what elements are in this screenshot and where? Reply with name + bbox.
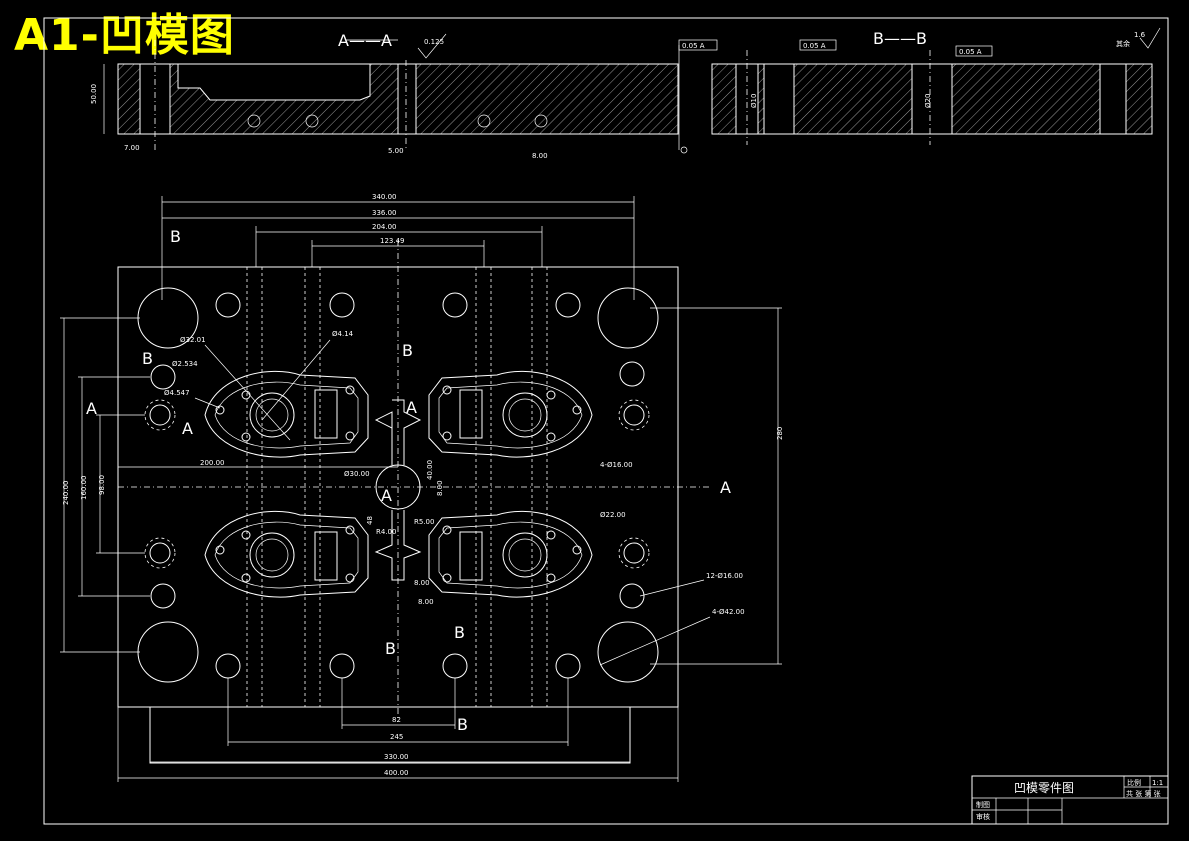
dim-98: 98.00 xyxy=(98,475,106,495)
sprue xyxy=(375,464,421,510)
top-dimensions: 340.00 336.00 204.00 123.49 xyxy=(161,193,635,300)
surface-finish-corner: 1.6 xyxy=(1134,31,1146,39)
left-dimensions: 240.00 160.00 98.00 xyxy=(60,317,150,653)
title-block-meta: 共 张 第 张 xyxy=(1126,789,1161,798)
middle-dimensions: 200.00 Ø30.00 40.00 48 R4.00 R5.00 8.00 … xyxy=(118,459,444,606)
guide-hole-br xyxy=(597,621,659,683)
marker-b-bottom3: B xyxy=(457,715,468,734)
marker-a-left: A xyxy=(86,399,97,418)
dim-8: 8.00 xyxy=(532,152,548,160)
section-aa-label: A——A xyxy=(338,31,392,50)
dia-big: Ø20 xyxy=(924,94,932,108)
flatness-3: 0.05 A xyxy=(959,48,982,56)
dim-330: 330.00 xyxy=(384,753,409,761)
cavity-tr xyxy=(428,370,593,458)
title-block-name: 凹模零件图 xyxy=(1014,781,1074,795)
dim-204: 204.00 xyxy=(372,223,397,231)
guide-hole-bl xyxy=(137,621,199,683)
dim-340: 340.00 xyxy=(372,193,397,201)
marker-b-bottom2: B xyxy=(454,623,465,642)
callout-6: Ø22.00 xyxy=(600,511,626,519)
section-markers: B B A A B A A A B B B xyxy=(86,227,731,734)
callout-2: Ø2.534 xyxy=(172,360,198,368)
marker-a-mid: A xyxy=(406,398,417,417)
cavity-bl xyxy=(204,510,369,598)
runner-system xyxy=(374,399,422,581)
callout-3: Ø4.547 xyxy=(164,389,190,397)
dim-height: 50.00 xyxy=(90,84,98,104)
title-block-row2: 审核 xyxy=(976,812,990,821)
plan-view: 340.00 336.00 204.00 123.49 240.00 160.0… xyxy=(60,193,784,782)
drawing-frame xyxy=(43,17,1169,825)
marker-a-center: A xyxy=(381,486,392,505)
callout-8: 4-Ø42.00 xyxy=(712,608,745,616)
title-block: 凹模零件图 比例 1:1 共 张 第 张 制图 审核 xyxy=(971,775,1169,825)
marker-a-left2: A xyxy=(182,419,193,438)
dim-160: 160.00 xyxy=(80,476,88,501)
section-bb: B——B 0.05 A 0.05 A Ø10 Ø20 1.6 其余 xyxy=(711,27,1161,145)
guide-hole-tr xyxy=(597,287,659,349)
marker-a-right: A xyxy=(720,478,731,497)
section-bb-label: B——B xyxy=(873,29,927,48)
dim-5: 5.00 xyxy=(388,147,404,155)
dim-8-vertical: 8.00 xyxy=(436,480,444,496)
title-block-scale-label: 比例 xyxy=(1127,778,1141,787)
dim-336: 336.00 xyxy=(372,209,397,217)
callout-5: 4-Ø16.00 xyxy=(600,461,633,469)
callouts: Ø32.01 Ø2.534 Ø4.547 Ø4.14 4-Ø16.00 Ø22.… xyxy=(164,330,745,666)
cavity-br xyxy=(428,510,593,598)
title-block-row1: 制图 xyxy=(976,800,990,809)
dim-240: 240.00 xyxy=(62,481,70,506)
section-aa: 50.00 7.00 5.00 8.00 A——A 0.125 0.05 A xyxy=(90,31,718,160)
dim-r4: R4.00 xyxy=(376,528,396,536)
dim-245: 245 xyxy=(390,733,403,741)
cavity-tl xyxy=(204,370,369,458)
callout-4: Ø4.14 xyxy=(332,330,354,338)
marker-b-bottom: B xyxy=(385,639,396,658)
title-block-scale: 1:1 xyxy=(1152,779,1163,787)
dim-123: 123.49 xyxy=(380,237,405,245)
callout-1: Ø32.01 xyxy=(180,336,206,344)
flatness-2: 0.05 A xyxy=(803,42,826,50)
marker-b-top: B xyxy=(170,227,181,246)
flatness-1: 0.05 A xyxy=(682,42,705,50)
dim-48: 48 xyxy=(366,516,374,525)
dim-40: 40.00 xyxy=(426,460,434,480)
bottom-dimensions: 82 245 330.00 400.00 xyxy=(117,678,679,782)
dia-small: Ø10 xyxy=(750,94,758,108)
surface-finish-note: 其余 xyxy=(1116,39,1130,48)
dim-8a: 8.00 xyxy=(414,579,430,587)
right-dimension: 280 xyxy=(650,307,784,665)
dim-82: 82 xyxy=(392,716,401,724)
marker-b-left: B xyxy=(142,349,153,368)
dim-8b: 8.00 xyxy=(418,598,434,606)
dim-7: 7.00 xyxy=(124,144,140,152)
surface-finish-main: 0.125 xyxy=(424,38,444,46)
dim-r5: R5.00 xyxy=(414,518,434,526)
callout-7: 12-Ø16.00 xyxy=(706,572,743,580)
dim-400: 400.00 xyxy=(384,769,409,777)
drawing-title: A1-凹模图 xyxy=(14,10,235,61)
dim-dia30: Ø30.00 xyxy=(344,470,370,478)
dim-280: 280 xyxy=(776,427,784,440)
marker-b-mid: B xyxy=(402,341,413,360)
dim-center-x: 200.00 xyxy=(200,459,225,467)
